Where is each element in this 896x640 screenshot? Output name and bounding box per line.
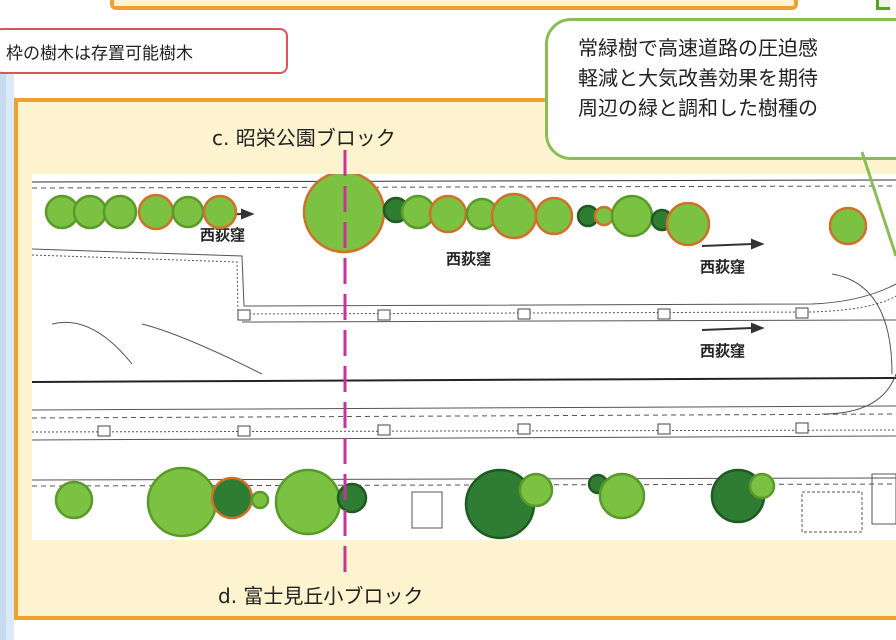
street-trees-south	[54, 466, 776, 540]
upper-block-label: c. 昭栄公園ブロック	[212, 126, 396, 150]
left-margin-strip	[0, 64, 14, 640]
tree	[610, 194, 654, 238]
tree	[54, 480, 94, 520]
tree	[748, 472, 776, 500]
upper-right-panel-edge	[876, 0, 890, 10]
section-cut-line	[343, 150, 347, 574]
lane-label-1: 西荻窪	[200, 226, 245, 244]
preserved-tree-note-text: 枠の樹木は存置可能樹木	[6, 44, 193, 64]
preserved-tree	[428, 194, 468, 234]
lane-labels: 西荻窪 西荻窪 西荻窪 西荻窪	[200, 226, 745, 360]
lower-block-label: d. 富士見丘小ブロック	[218, 584, 424, 608]
preserved-tree	[665, 201, 711, 247]
preserved-tree	[828, 206, 868, 246]
preserved-tree-note: 枠の樹木は存置可能樹木	[0, 28, 288, 74]
street-plan-map: 西荻窪 西荻窪 西荻窪 西荻窪	[32, 174, 896, 540]
preserved-tree	[534, 196, 574, 236]
lane-label-2: 西荻窪	[446, 250, 491, 268]
evergreen-callout: 常緑樹で高速道路の圧迫感 軽減と大気改善効果を期待 周辺の緑と調和した樹種の	[545, 18, 896, 160]
tree	[72, 194, 108, 230]
road-linework	[32, 179, 896, 487]
callout-line-3: 周辺の緑と調和した樹種の	[578, 96, 818, 120]
preserved-tree	[137, 193, 175, 231]
buildings-south	[411, 473, 896, 533]
street-plan-drawing: 西荻窪 西荻窪 西荻窪 西荻窪	[32, 174, 896, 540]
preserved-tree	[490, 192, 538, 240]
tree	[171, 195, 205, 229]
street-trees-north	[44, 174, 868, 254]
tree	[146, 466, 218, 538]
callout-line-2: 軽減と大気改善効果を期待	[578, 66, 818, 90]
median-markers	[97, 307, 809, 437]
tree	[250, 490, 270, 510]
callout-line-1: 常緑樹で高速道路の圧迫感	[578, 36, 818, 60]
lane-label-3: 西荻窪	[700, 258, 745, 276]
tree	[102, 194, 138, 230]
tree	[274, 468, 342, 536]
preserved-tree	[202, 194, 238, 230]
upper-panel-frame	[110, 0, 798, 10]
lane-label-4: 西荻窪	[700, 342, 745, 360]
preserved-tree	[593, 205, 615, 227]
callout-pointer	[860, 151, 896, 257]
tree	[598, 472, 646, 520]
preserved-tree	[210, 476, 254, 520]
tree	[518, 472, 554, 508]
